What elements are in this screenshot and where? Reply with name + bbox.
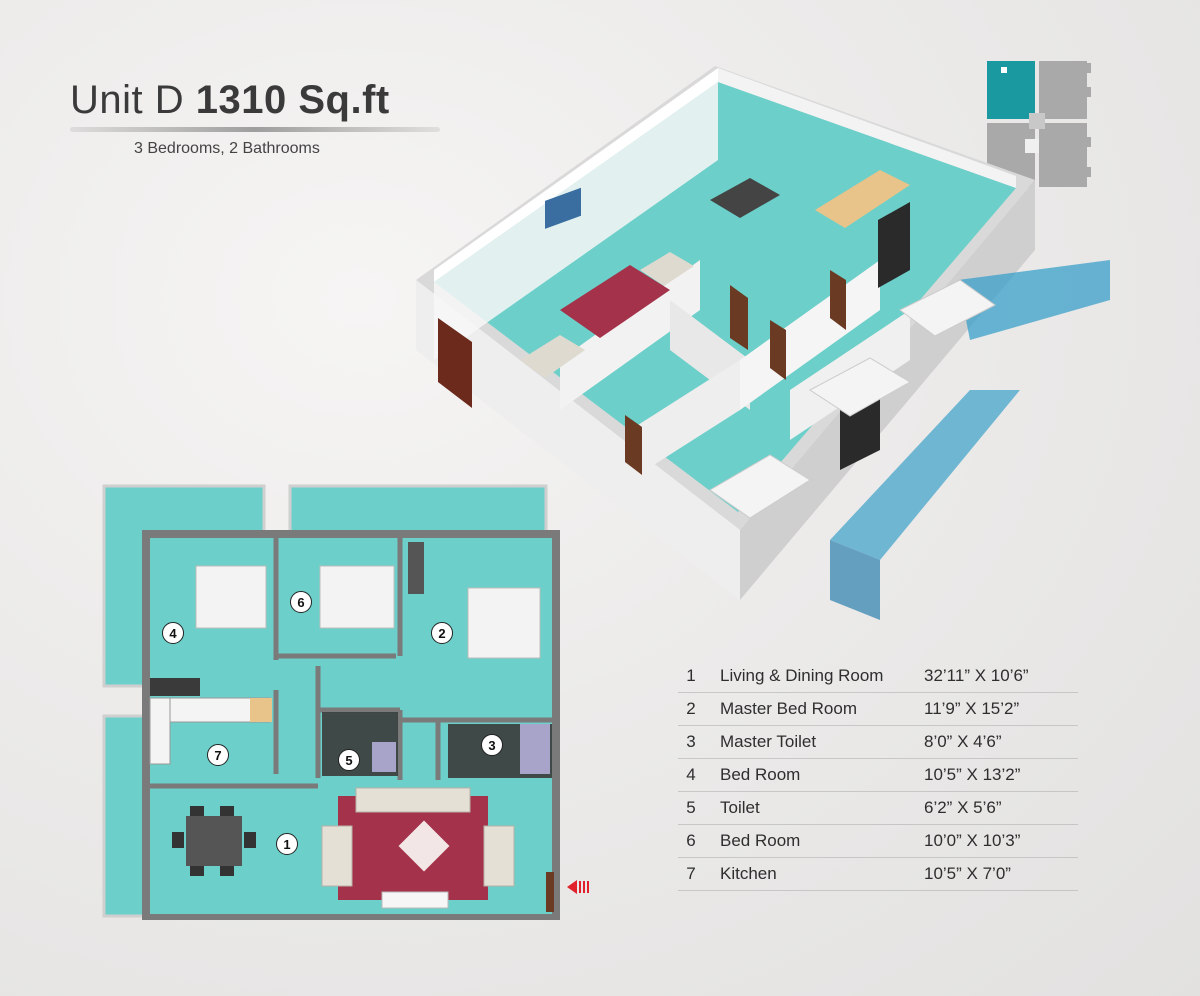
room-marker-3: 3 [481, 734, 503, 756]
dining-table [186, 816, 242, 866]
unit-subtitle: 3 Bedrooms, 2 Bathrooms [134, 140, 320, 157]
entrance-arrow-icon [567, 880, 589, 894]
title-block: Unit D 1310 Sq.ft 3 Bedrooms, 2 Bathroom… [70, 78, 450, 158]
room-size: 6’2” X 5’6” [924, 798, 1002, 817]
iso-bed [809, 357, 911, 417]
iso-bed [709, 454, 811, 519]
room-number: 6 [686, 831, 696, 850]
room-row: 4 Bed Room 10’5” X 13’2” [678, 759, 1078, 792]
room-size: 8’0” X 4’6” [924, 732, 1002, 751]
room-row: 5 Toilet 6’2” X 5’6” [678, 792, 1078, 825]
room-row: 3 Master Toilet 8’0” X 4’6” [678, 726, 1078, 759]
title-underline [70, 127, 440, 132]
balcony-left-bottom [102, 714, 150, 918]
room-name: Master Bed Room [720, 699, 857, 718]
room-size: 11’9” X 15’2” [924, 699, 1020, 718]
room-name: Kitchen [720, 864, 777, 883]
key-plan-unit [1039, 61, 1087, 119]
room-name: Bed Room [720, 765, 801, 784]
room-number: 7 [686, 864, 696, 883]
room-name: Toilet [720, 798, 760, 817]
entrance-door [546, 872, 554, 912]
unit-name: Unit D [70, 78, 185, 122]
room-name: Bed Room [720, 831, 801, 850]
room-row: 1 Living & Dining Room 32’11” X 10’6” [678, 660, 1078, 693]
room-name: Living & Dining Room [720, 666, 884, 685]
bed-room-6-bed [319, 565, 395, 629]
room-row: 7 Kitchen 10’5” X 7’0” [678, 858, 1078, 891]
room-row: 6 Bed Room 10’0” X 10’3” [678, 825, 1078, 858]
iso-balcony-glass [958, 260, 1110, 340]
iso-balcony-glass [830, 390, 1020, 560]
room-marker-7: 7 [207, 744, 229, 766]
room-size: 10’5” X 7’0” [924, 864, 1011, 883]
room-size: 10’0” X 10’3” [924, 831, 1021, 850]
room-marker-6: 6 [290, 591, 312, 613]
room-row: 2 Master Bed Room 11’9” X 15’2” [678, 693, 1078, 726]
room-number: 1 [686, 666, 696, 685]
room-marker-5: 5 [338, 749, 360, 771]
unit-title: Unit D 1310 Sq.ft [70, 78, 450, 123]
room-marker-2: 2 [431, 622, 453, 644]
room-number: 2 [686, 699, 696, 718]
key-plan [987, 61, 1091, 187]
master-bed [467, 587, 541, 659]
iso-entrance-door [438, 318, 472, 408]
key-plan-unit-d [987, 61, 1035, 119]
balcony-top [288, 484, 548, 538]
room-name: Master Toilet [720, 732, 817, 751]
room-size: 10’5” X 13’2” [924, 765, 1021, 784]
room-number: 5 [686, 798, 696, 817]
isometric-floor-plan-render [416, 66, 1110, 620]
key-plan-unit [1039, 123, 1087, 187]
iso-bed [899, 279, 996, 337]
room-marker-4: 4 [162, 622, 184, 644]
unit-area: 1310 Sq.ft [195, 78, 390, 122]
room-number: 3 [686, 732, 696, 751]
floor-plan-2d [102, 484, 560, 920]
wardrobe [408, 542, 424, 594]
room-marker-1: 1 [276, 833, 298, 855]
room-size: 32’11” X 10’6” [924, 666, 1029, 685]
bed-room-4-bed [195, 565, 267, 629]
room-number: 4 [686, 765, 696, 784]
iso-rug [560, 265, 670, 338]
